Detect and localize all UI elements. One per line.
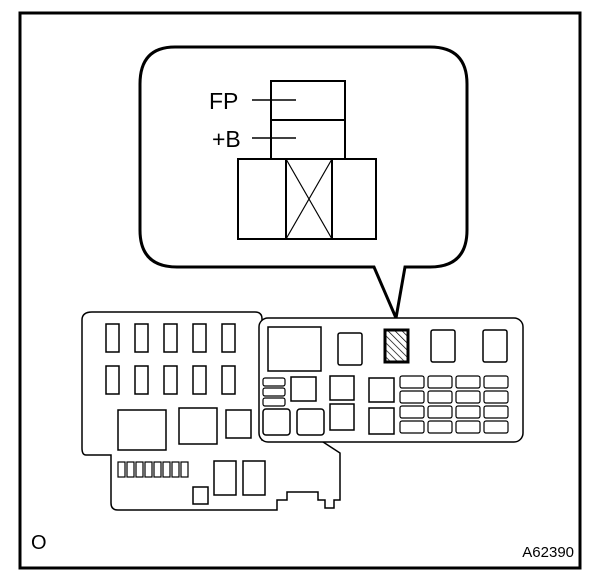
right-mid-relays <box>262 375 395 436</box>
right-top-row <box>267 326 508 372</box>
left-lower-parts <box>192 460 266 505</box>
left-relays <box>117 407 252 451</box>
mini-fuse-strip <box>117 461 189 478</box>
plus-b-label: +B <box>212 126 241 152</box>
relay-connector <box>237 80 377 240</box>
left-fuse-row-2 <box>105 365 236 395</box>
right-fuse-grid <box>399 375 509 434</box>
relay-body <box>237 158 377 240</box>
hatched-fuse-slot <box>383 328 410 364</box>
figure-id: A62390 <box>522 544 574 561</box>
left-fuse-row-1 <box>105 323 236 353</box>
corner-mark: O <box>31 532 47 554</box>
figure-frame <box>18 11 582 570</box>
right-small-fuses <box>262 377 286 407</box>
relay-coil <box>285 158 333 240</box>
fp-label: FP <box>209 88 238 114</box>
